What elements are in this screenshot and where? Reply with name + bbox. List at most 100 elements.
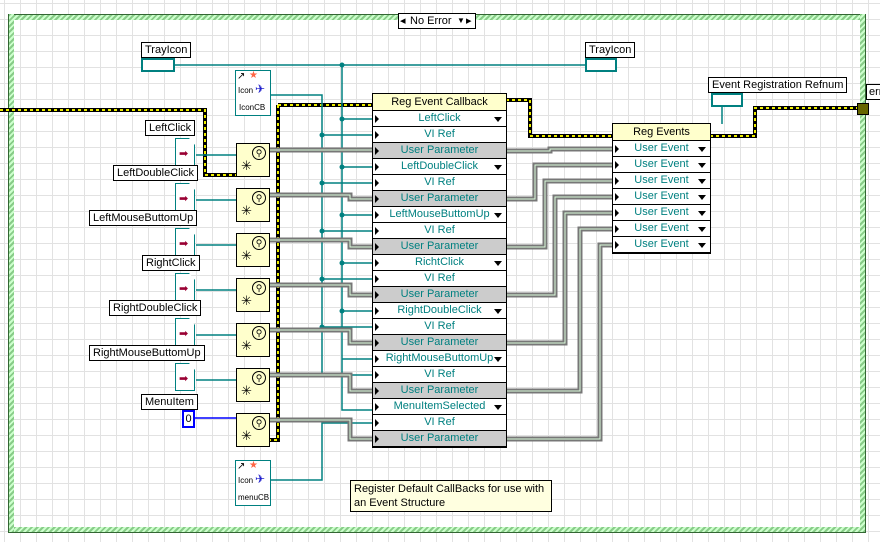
row-label: LeftDoubleClick xyxy=(400,160,479,172)
callback-row-param[interactable]: User Parameter xyxy=(373,383,506,399)
input-terminal-icon xyxy=(615,193,619,201)
case-selector[interactable]: ◂ No Error ▼ ▸ xyxy=(398,13,476,29)
reg-events-row[interactable]: User Event xyxy=(613,221,710,237)
input-terminal-icon xyxy=(375,147,379,155)
callback-row-event[interactable]: LeftDoubleClick xyxy=(373,159,506,175)
callback-row-ref[interactable]: VI Ref xyxy=(373,367,506,383)
reg-events-row[interactable]: User Event xyxy=(613,189,710,205)
dropdown-arrow-icon[interactable] xyxy=(494,213,502,218)
create-user-event-node[interactable]: ⚲✳ xyxy=(236,188,270,222)
dropdown-arrow-icon[interactable] xyxy=(494,261,502,266)
reg-events-row[interactable]: User Event xyxy=(613,173,710,189)
dropdown-arrow-icon[interactable] xyxy=(494,405,502,410)
dropdown-arrow-icon[interactable] xyxy=(494,357,502,362)
row-label: VI Ref xyxy=(424,368,455,380)
row-label: User Parameter xyxy=(400,432,479,444)
dropdown-arrow-icon[interactable]: ▼ xyxy=(457,16,465,25)
reg-events-row[interactable]: User Event xyxy=(613,157,710,173)
dropdown-arrow-icon[interactable] xyxy=(494,165,502,170)
arrow-icon: ↗ xyxy=(237,71,246,82)
dropdown-arrow-icon[interactable] xyxy=(698,195,706,200)
event-type-constant[interactable]: ➡ xyxy=(175,318,195,346)
trayicon-control[interactable] xyxy=(141,58,175,72)
input-terminal-icon xyxy=(375,419,379,427)
dropdown-arrow-icon[interactable] xyxy=(698,163,706,168)
vi-name: menuCB xyxy=(238,493,270,502)
decrement-arrow-icon[interactable]: ◂ xyxy=(400,15,406,27)
event-name-label: LeftDoubleClick xyxy=(113,165,199,181)
reg-event-callback-header: Reg Event Callback xyxy=(373,94,506,111)
row-label: User Parameter xyxy=(400,288,479,300)
callback-row-param[interactable]: User Parameter xyxy=(373,191,506,207)
menuitem-constant[interactable]: 0 xyxy=(182,410,195,428)
callback-row-ref[interactable]: VI Ref xyxy=(373,175,506,191)
event-refnum-indicator[interactable] xyxy=(711,93,743,107)
event-name-label: RightMouseButtomUp xyxy=(89,345,205,361)
callback-row-event[interactable]: LeftClick xyxy=(373,111,506,127)
dropdown-arrow-icon[interactable] xyxy=(698,211,706,216)
row-label: User Event xyxy=(634,238,689,250)
create-user-event-node[interactable]: ⚲✳ xyxy=(236,143,270,177)
menucb-vi-reference[interactable]: ↗ ★ Icon ✈ menuCB xyxy=(235,460,271,506)
event-type-constant[interactable]: ➡ xyxy=(175,138,195,166)
callback-row-event[interactable]: MenuItemSelected xyxy=(373,399,506,415)
input-terminal-icon xyxy=(375,403,379,411)
row-label: User Parameter xyxy=(400,192,479,204)
callback-row-event[interactable]: LeftMouseButtomUp xyxy=(373,207,506,223)
reg-events-row[interactable]: User Event xyxy=(613,141,710,157)
user-event-icon: ⚲ xyxy=(252,281,266,295)
callback-row-ref[interactable]: VI Ref xyxy=(373,415,506,431)
arrow-icon: ➡ xyxy=(179,238,189,250)
row-label: RightMouseButtomUp xyxy=(385,352,494,364)
dropdown-arrow-icon[interactable] xyxy=(698,147,706,152)
callback-row-event[interactable]: RichtClick xyxy=(373,255,506,271)
callback-row-event[interactable]: RightDoubleClick xyxy=(373,303,506,319)
row-label: User Event xyxy=(634,206,689,218)
row-label: User Parameter xyxy=(400,336,479,348)
event-type-constant[interactable]: ➡ xyxy=(175,363,195,391)
callback-row-ref[interactable]: VI Ref xyxy=(373,271,506,287)
input-terminal-icon xyxy=(375,195,379,203)
callback-row-ref[interactable]: VI Ref xyxy=(373,223,506,239)
event-type-constant[interactable]: ➡ xyxy=(175,183,195,211)
reg-events-row[interactable]: User Event xyxy=(613,205,710,221)
input-terminal-icon xyxy=(375,339,379,347)
create-user-event-node[interactable]: ⚲✳ xyxy=(236,323,270,357)
reg-events-row[interactable]: User Event xyxy=(613,237,710,253)
sparkle-icon: ✳ xyxy=(241,158,252,173)
iconcb-vi-reference[interactable]: ↗ ★ Icon ✈ IconCB xyxy=(235,70,271,116)
arrow-icon: ➡ xyxy=(179,148,189,160)
event-type-constant[interactable]: ➡ xyxy=(175,273,195,301)
dropdown-arrow-icon[interactable] xyxy=(698,179,706,184)
dropdown-arrow-icon[interactable] xyxy=(698,243,706,248)
callback-row-param[interactable]: User Parameter xyxy=(373,335,506,351)
row-label: User Event xyxy=(634,190,689,202)
node-title: Reg Event Callback xyxy=(391,96,488,108)
create-user-event-node[interactable]: ⚲✳ xyxy=(236,413,270,447)
create-user-event-node[interactable]: ⚲✳ xyxy=(236,233,270,267)
trayicon-indicator[interactable] xyxy=(585,58,617,72)
sparkle-icon: ✳ xyxy=(241,203,252,218)
row-label: User Parameter xyxy=(400,240,479,252)
user-event-icon: ⚲ xyxy=(252,236,266,250)
event-name-label: LeftMouseButtomUp xyxy=(89,210,198,226)
callback-row-ref[interactable]: VI Ref xyxy=(373,319,506,335)
callback-row-ref[interactable]: VI Ref xyxy=(373,127,506,143)
create-user-event-node[interactable]: ⚲✳ xyxy=(236,278,270,312)
trayicon-indicator-label: TrayIcon xyxy=(585,42,636,58)
callback-row-param[interactable]: User Parameter xyxy=(373,239,506,255)
dropdown-arrow-icon[interactable] xyxy=(494,309,502,314)
callback-row-param[interactable]: User Parameter xyxy=(373,143,506,159)
increment-arrow-icon[interactable]: ▸ xyxy=(466,15,472,27)
case-structure-frame-right xyxy=(860,14,866,532)
dropdown-arrow-icon[interactable] xyxy=(494,117,502,122)
create-user-event-node[interactable]: ⚲✳ xyxy=(236,368,270,402)
event-refnum-label: Event Registration Refnum xyxy=(708,77,848,93)
callback-row-param[interactable]: User Parameter xyxy=(373,431,506,447)
callback-row-param[interactable]: User Parameter xyxy=(373,287,506,303)
dropdown-arrow-icon[interactable] xyxy=(698,227,706,232)
event-type-constant[interactable]: ➡ xyxy=(175,228,195,256)
callback-row-event[interactable]: RightMouseButtomUp xyxy=(373,351,506,367)
